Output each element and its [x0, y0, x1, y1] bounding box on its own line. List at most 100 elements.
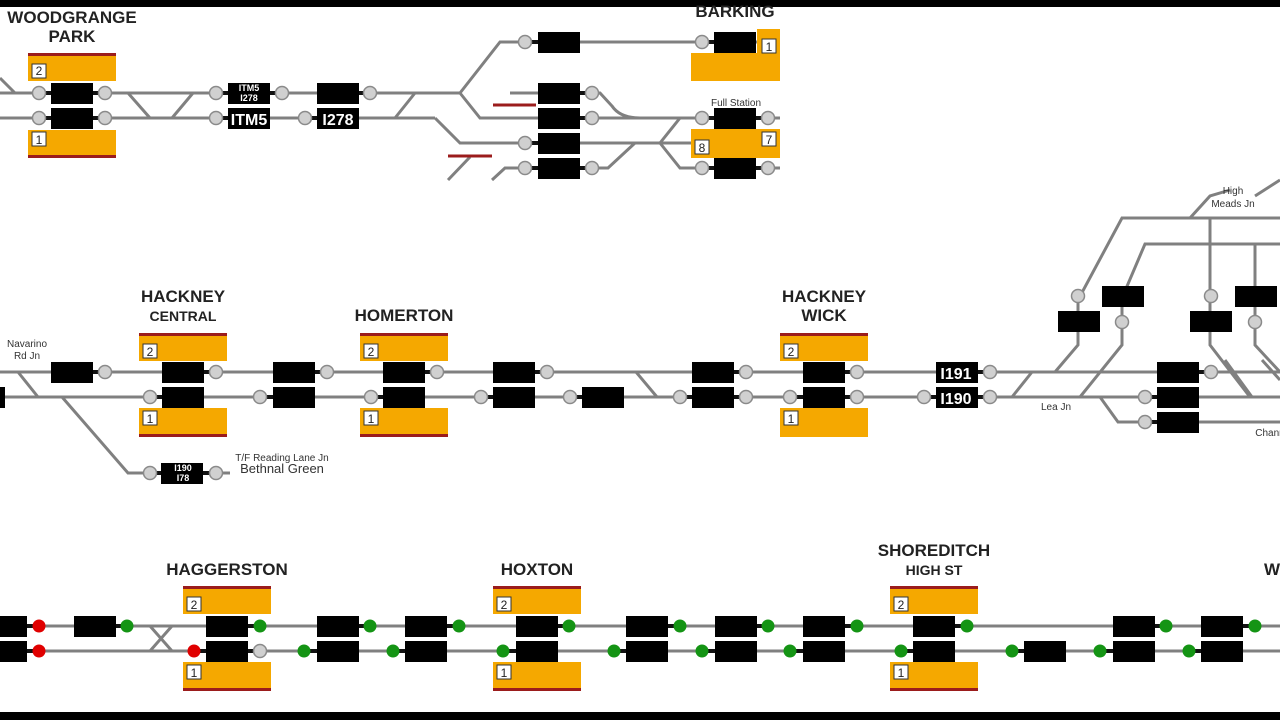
train-berth[interactable]	[714, 32, 756, 53]
train-berth[interactable]	[206, 641, 248, 662]
signal-green[interactable]	[1159, 619, 1173, 633]
signal[interactable]	[274, 85, 290, 101]
train-berth[interactable]	[0, 641, 27, 662]
train-berth[interactable]	[538, 158, 580, 179]
train-berth[interactable]	[936, 387, 978, 408]
train-berth[interactable]	[1024, 641, 1066, 662]
td-i278[interactable]: I278	[322, 112, 353, 129]
signal[interactable]	[208, 364, 224, 380]
signal-green[interactable]	[894, 644, 908, 658]
signal-green[interactable]	[1182, 644, 1196, 658]
train-berth[interactable]	[1113, 641, 1155, 662]
train-berth[interactable]	[1113, 616, 1155, 637]
signal-green[interactable]	[452, 619, 466, 633]
train-berth[interactable]	[493, 362, 535, 383]
train-berth[interactable]	[913, 616, 955, 637]
train-berth[interactable]	[74, 616, 116, 637]
train-berth[interactable]	[273, 362, 315, 383]
signal-green[interactable]	[960, 619, 974, 633]
train-berth[interactable]	[803, 387, 845, 408]
td-i191[interactable]: I191	[940, 366, 971, 383]
signal[interactable]	[982, 389, 998, 405]
signal[interactable]	[97, 110, 113, 126]
signal[interactable]	[473, 389, 489, 405]
train-berth[interactable]	[714, 108, 756, 129]
train-berth[interactable]	[317, 616, 359, 637]
train-berth[interactable]	[803, 616, 845, 637]
train-berth[interactable]	[1058, 311, 1100, 332]
signal-green[interactable]	[562, 619, 576, 633]
train-berth[interactable]	[936, 362, 978, 383]
train-berth[interactable]	[0, 616, 27, 637]
train-berth[interactable]	[228, 83, 270, 104]
train-berth[interactable]	[317, 641, 359, 662]
train-berth[interactable]	[538, 83, 580, 104]
signal[interactable]	[916, 389, 932, 405]
train-berth[interactable]	[1157, 387, 1199, 408]
signal[interactable]	[738, 364, 754, 380]
signal[interactable]	[362, 85, 378, 101]
signal-red[interactable]	[32, 619, 46, 633]
td-itm5-i278-line2[interactable]: I278	[240, 93, 258, 103]
signal[interactable]	[1203, 364, 1219, 380]
train-berth[interactable]	[1190, 311, 1232, 332]
train-berth[interactable]	[162, 362, 204, 383]
signal[interactable]	[208, 85, 224, 101]
signal[interactable]	[208, 110, 224, 126]
td-i190-i78-line2[interactable]: I78	[177, 473, 190, 483]
train-berth[interactable]	[1235, 286, 1277, 307]
train-berth[interactable]	[162, 387, 204, 408]
signal[interactable]	[517, 160, 533, 176]
train-berth[interactable]	[626, 641, 668, 662]
signal-green[interactable]	[850, 619, 864, 633]
signal[interactable]	[982, 364, 998, 380]
signal-green[interactable]	[1093, 644, 1107, 658]
signal-green[interactable]	[386, 644, 400, 658]
signal[interactable]	[760, 160, 776, 176]
train-berth[interactable]	[317, 108, 359, 129]
train-berth[interactable]	[538, 133, 580, 154]
td-itm5[interactable]: ITM5	[231, 112, 268, 129]
signal[interactable]	[539, 364, 555, 380]
signal-green[interactable]	[673, 619, 687, 633]
train-berth[interactable]	[1201, 641, 1243, 662]
train-berth[interactable]	[1157, 412, 1199, 433]
signal-green[interactable]	[1248, 619, 1262, 633]
train-berth[interactable]	[383, 362, 425, 383]
signal[interactable]	[31, 110, 47, 126]
signal[interactable]	[142, 389, 158, 405]
signal-red[interactable]	[32, 644, 46, 658]
train-berth[interactable]	[538, 108, 580, 129]
train-berth[interactable]	[405, 616, 447, 637]
signal-green[interactable]	[120, 619, 134, 633]
train-berth[interactable]	[582, 387, 624, 408]
signal-red[interactable]	[187, 644, 201, 658]
signal[interactable]	[782, 389, 798, 405]
train-berth[interactable]	[0, 387, 5, 408]
signal-green[interactable]	[297, 644, 311, 658]
td-i190-i78-line1[interactable]: I190	[174, 463, 192, 473]
train-berth[interactable]	[714, 158, 756, 179]
train-berth[interactable]	[516, 616, 558, 637]
signal[interactable]	[1203, 288, 1219, 304]
signal[interactable]	[363, 389, 379, 405]
signal[interactable]	[1114, 314, 1130, 330]
td-i190[interactable]: I190	[940, 391, 971, 408]
signal[interactable]	[562, 389, 578, 405]
train-berth[interactable]	[1102, 286, 1144, 307]
signal[interactable]	[297, 110, 313, 126]
signal[interactable]	[694, 34, 710, 50]
signal-green[interactable]	[253, 619, 267, 633]
signal-green[interactable]	[695, 644, 709, 658]
signal[interactable]	[1137, 414, 1153, 430]
train-berth[interactable]	[803, 641, 845, 662]
signal[interactable]	[738, 389, 754, 405]
signal[interactable]	[97, 364, 113, 380]
train-berth[interactable]	[692, 387, 734, 408]
train-berth[interactable]	[51, 108, 93, 129]
signal[interactable]	[849, 364, 865, 380]
train-berth[interactable]	[383, 387, 425, 408]
signal[interactable]	[97, 85, 113, 101]
train-berth[interactable]	[715, 616, 757, 637]
signal[interactable]	[208, 465, 224, 481]
